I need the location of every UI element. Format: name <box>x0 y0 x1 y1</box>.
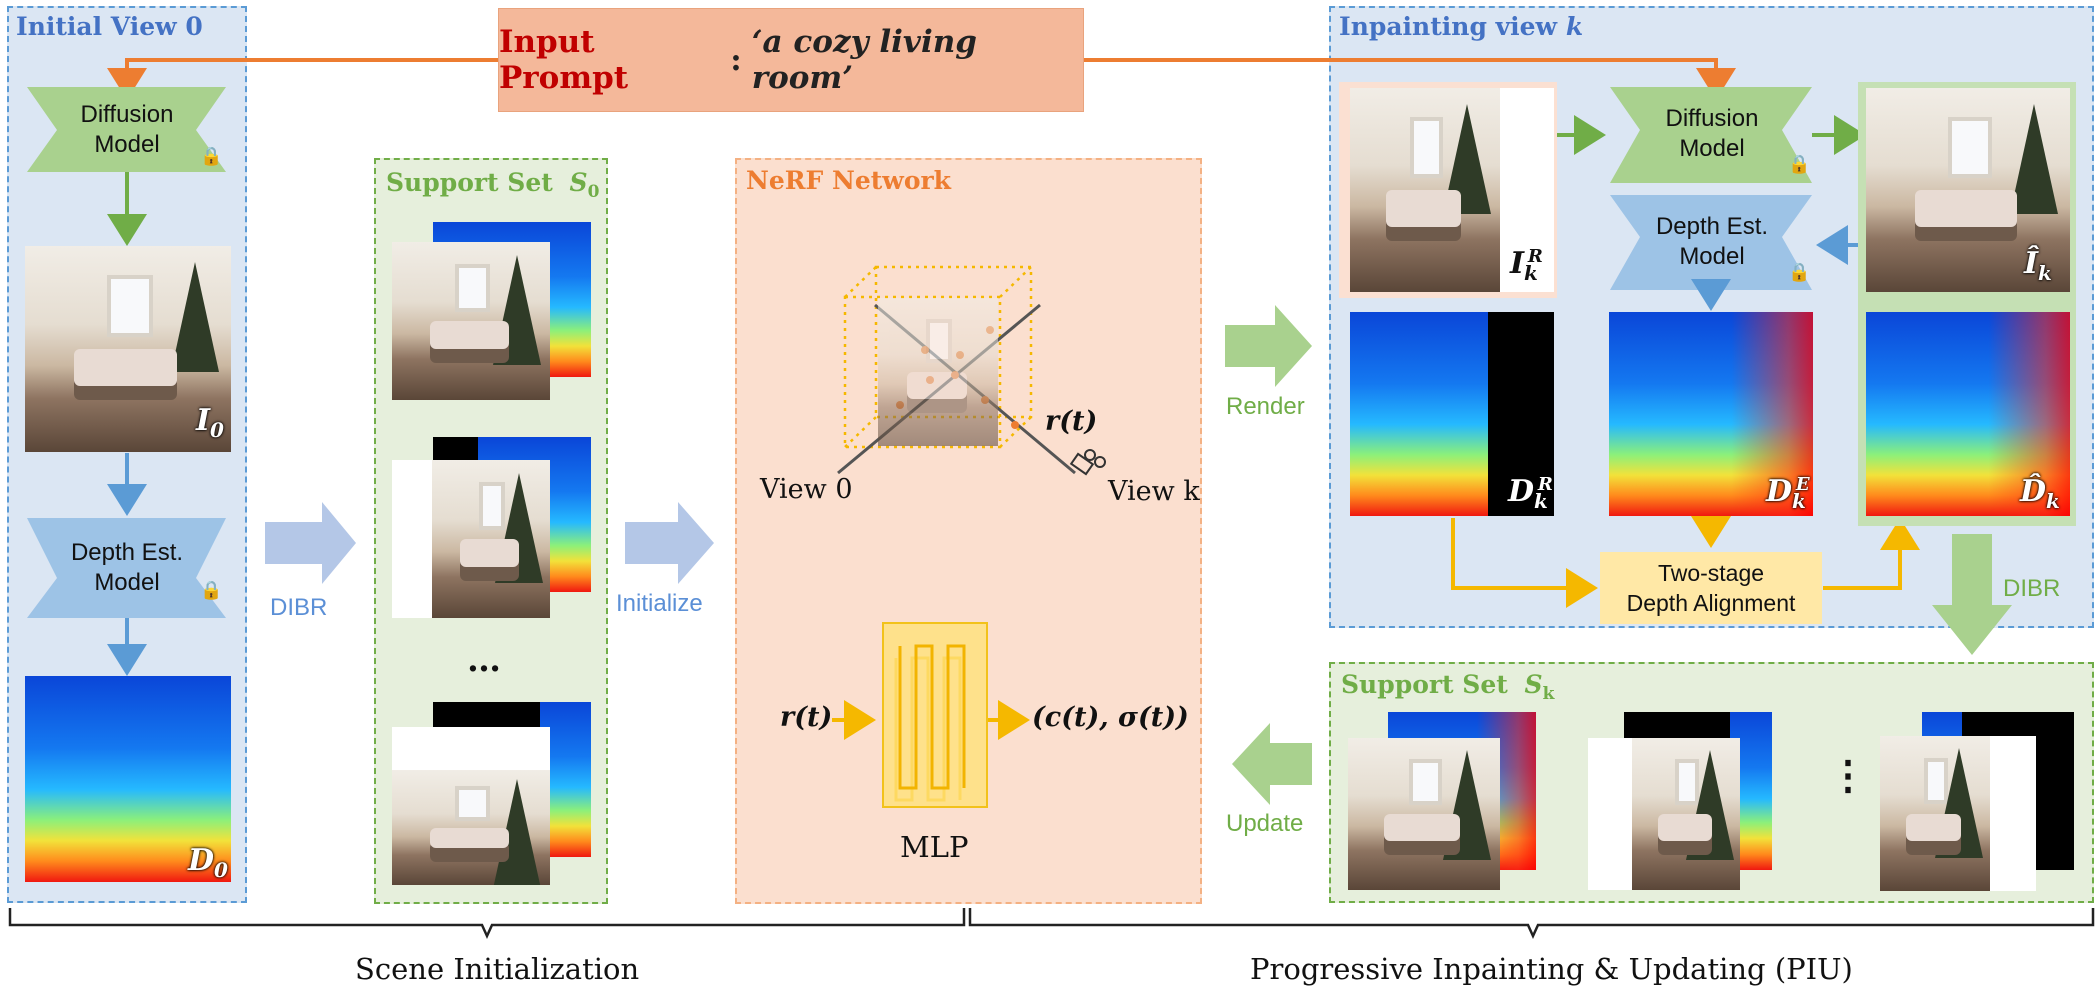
prompt-label: Input Prompt <box>499 24 629 96</box>
lock-icon: 🔒 <box>1788 154 1811 175</box>
estimated-depth-map <box>1609 312 1813 516</box>
depth-model-left-label: Depth Est.Model <box>70 539 184 596</box>
prompt-arrow-left <box>107 58 498 100</box>
render-label: Render <box>1226 393 1305 420</box>
inpainting-title: Inpainting view k <box>1339 12 1584 41</box>
nerf-scene-image <box>878 298 998 446</box>
prompt-arrow-right <box>1084 58 1736 100</box>
mlp-label: MLP <box>900 830 969 864</box>
update-block-arrow <box>1232 723 1312 805</box>
prompt-colon: : <box>730 42 742 78</box>
dibr-left-label: DIBR <box>270 594 328 621</box>
dibr-right-block-arrow <box>1932 534 2012 655</box>
nerf-ray-label: r(t) <box>1045 406 1098 437</box>
support-0-ellipsis: … <box>467 640 501 680</box>
support-k-image-2 <box>1632 738 1740 890</box>
diffusion-model-shape-right <box>1610 87 1812 183</box>
depth-model-shape-right <box>1610 195 1812 290</box>
support-k-image-3 <box>1880 736 1990 891</box>
brace-piu <box>968 908 2095 940</box>
lock-icon: 🔒 <box>200 580 223 601</box>
support-k-ellipsis: ⋮ <box>1828 752 1868 799</box>
arrow-alignment-to-finaldepth <box>1823 518 1920 590</box>
depth-model-right-label: Depth Est.Model <box>1655 213 1769 270</box>
support-k-image-1 <box>1348 738 1500 890</box>
stage-piu: Progressive Inpainting & Updating (PIU) <box>1250 952 1853 986</box>
final-depth-label: D̂k <box>2020 474 2060 513</box>
inpainted-image-label: Îk <box>2024 246 2052 285</box>
view-0-label: View 0 <box>760 474 853 505</box>
final-depth-map <box>1866 312 2070 516</box>
nerf-title: NeRF Network <box>746 166 951 195</box>
camera-icon <box>1069 449 1106 476</box>
render-depth-mask <box>1488 312 1554 516</box>
lock-icon: 🔒 <box>200 146 223 167</box>
dibr-right-label: DIBR <box>2003 575 2061 602</box>
update-label: Update <box>1226 810 1304 837</box>
initial-view-title: Initial View 0 <box>16 12 203 41</box>
initial-depth-map <box>25 676 231 882</box>
mlp-input-label: r(t) <box>780 702 833 733</box>
support-0-image-1 <box>392 242 550 400</box>
prompt-text: ‘a cozy living room’ <box>751 24 977 96</box>
view-k-label: View k <box>1108 476 1200 507</box>
depth-model-shape-left <box>27 518 226 618</box>
inpainted-image <box>1866 88 2070 292</box>
arrow-renderdepth-to-alignment <box>1451 518 1598 608</box>
render-image-label: IkR <box>1510 246 1543 285</box>
est-depth-label: DkE <box>1766 474 1810 513</box>
tree-shape <box>170 262 219 373</box>
lock-icon: 🔒 <box>1788 262 1811 283</box>
render-image <box>1350 88 1500 292</box>
mlp-output-label: (c(t), σ(t)) <box>1032 702 1189 733</box>
support-0-image-2 <box>432 460 550 618</box>
image-label-I0: I0 <box>196 403 224 442</box>
input-prompt-box: Input Prompt : ‘a cozy living room’ <box>498 8 1084 112</box>
diffusion-model-shape-left <box>27 87 226 172</box>
support-0-image-3 <box>392 770 550 885</box>
stage-scene-initialization: Scene Initialization <box>355 952 640 986</box>
mlp-zigzag-overlay <box>898 644 966 790</box>
brace-scene-initialization <box>8 908 966 940</box>
initialize-label: Initialize <box>616 590 703 617</box>
render-depth-label: DkR <box>1508 474 1553 513</box>
initial-image <box>25 246 231 452</box>
dibr-left-block-arrow <box>265 502 356 584</box>
depth-label-D0: D0 <box>188 843 228 882</box>
initialize-block-arrow <box>625 502 714 584</box>
support-set-k-title: Support Set Sk <box>1341 670 1555 704</box>
support-set-0-title: Support Set S0 <box>386 168 600 202</box>
render-block-arrow <box>1225 305 1312 387</box>
